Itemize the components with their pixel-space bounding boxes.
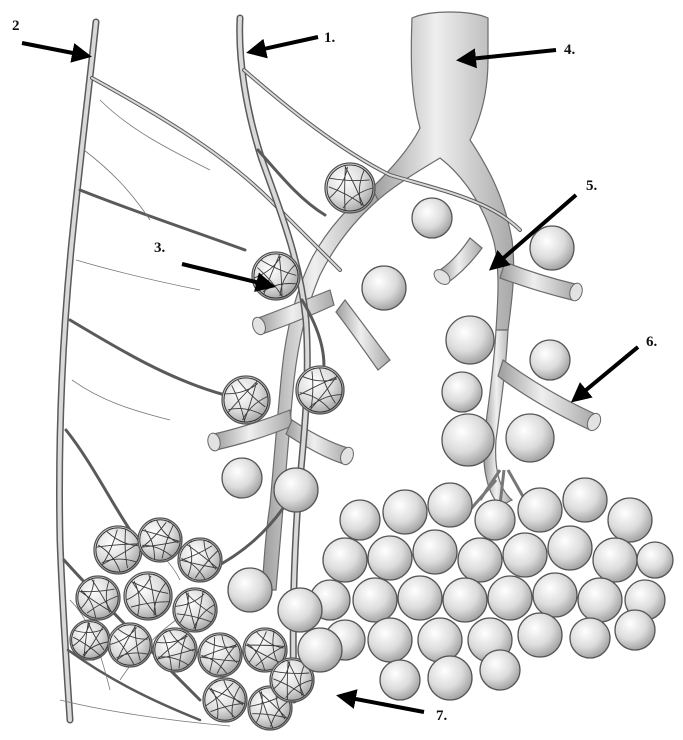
label-6: 6. <box>646 334 658 350</box>
capillary-alveolus <box>252 252 300 300</box>
alveolus <box>530 340 570 380</box>
label-4: 4. <box>564 42 576 58</box>
capillary-alveolus <box>70 620 110 660</box>
alveolus <box>506 414 554 462</box>
capillary-alveolus <box>94 526 142 574</box>
alveolus <box>428 483 472 527</box>
left-side-branch-d <box>286 420 348 464</box>
capillary-alveolus <box>296 366 344 414</box>
alveolus <box>530 226 574 270</box>
alveolus <box>518 613 562 657</box>
capillary-alveolus <box>138 518 182 562</box>
capillary-alveolus <box>203 678 247 722</box>
alveolus <box>578 578 622 622</box>
alveolus <box>323 538 367 582</box>
alveolus <box>222 458 262 498</box>
alveolus <box>340 500 380 540</box>
alveolus <box>637 542 673 578</box>
alveolus <box>368 536 412 580</box>
arrow-2 <box>22 43 88 56</box>
label-1: 1. <box>324 30 336 46</box>
capillary-alveolus <box>178 538 222 582</box>
capillary-alveolus <box>325 163 375 213</box>
capillary-alveolus <box>222 376 270 424</box>
label-3: 3. <box>154 240 166 256</box>
alveolus <box>593 538 637 582</box>
capillary-alveolus <box>124 572 172 620</box>
alveolus <box>274 468 318 512</box>
alveolus <box>475 500 515 540</box>
alveolus <box>228 568 272 612</box>
alveolus <box>446 316 494 364</box>
alveolus <box>298 628 342 672</box>
alveolus <box>353 578 397 622</box>
alveolus <box>380 660 420 700</box>
alveolus <box>362 266 406 310</box>
capillary-alveolus <box>173 588 217 632</box>
capillary-alveolus <box>153 628 197 672</box>
alveolus <box>488 576 532 620</box>
alveolus <box>503 533 547 577</box>
alveolus <box>368 618 412 662</box>
alveolus <box>443 578 487 622</box>
alveolus <box>278 588 322 632</box>
alveolus <box>442 372 482 412</box>
alveolus <box>615 610 655 650</box>
arrow-1 <box>250 37 318 52</box>
alveolus <box>428 656 472 700</box>
alveolus <box>398 576 442 620</box>
alveolus <box>418 618 462 662</box>
capillary-alveolus <box>76 576 120 620</box>
arrow-6 <box>574 347 638 400</box>
label-2: 2 <box>12 18 20 34</box>
alveolus <box>548 526 592 570</box>
alveolus <box>458 538 502 582</box>
alveolus <box>480 650 520 690</box>
alveolus <box>383 490 427 534</box>
alveolus <box>413 530 457 574</box>
arrow-7 <box>340 696 424 712</box>
alveolus <box>563 478 607 522</box>
alveolus <box>412 198 452 238</box>
alveolus <box>608 498 652 542</box>
alveolus <box>533 573 577 617</box>
capillary-alveolus <box>198 633 242 677</box>
alveolus <box>518 488 562 532</box>
alveolus <box>570 618 610 658</box>
label-5: 5. <box>586 178 598 194</box>
alveolus <box>442 414 494 466</box>
label-7: 7. <box>436 708 448 724</box>
capillary-alveolus <box>108 623 152 667</box>
